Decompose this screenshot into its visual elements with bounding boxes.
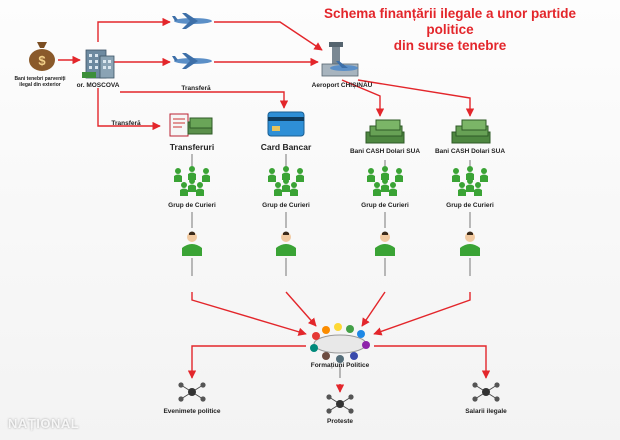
meeting-table-icon	[310, 323, 370, 363]
moscow-label: or. MOSCOVA	[76, 82, 120, 89]
cash-transfer-icon	[169, 113, 213, 137]
network-icon	[324, 392, 356, 421]
cash-stack-icon	[365, 119, 405, 144]
person-icon	[374, 230, 396, 261]
arrow-airport-cash1	[341, 79, 385, 117]
couriers-label-1: Grup de Curieri	[168, 202, 216, 209]
arrow-plane1-airport	[214, 21, 323, 51]
people-group-icon	[264, 166, 308, 205]
title-line-1: Schema finanțării ilegale a unor partide…	[323, 6, 577, 37]
arrow-col1-meeting	[191, 292, 307, 336]
money-source-label: Bani tenebri parveniți ilegal din exteri…	[14, 76, 66, 88]
cash-stack-icon	[451, 119, 491, 144]
people-group-icon	[170, 166, 214, 205]
person-icon	[275, 230, 297, 261]
transfer-label-2: Transferă	[111, 120, 141, 127]
transfers-label: Transferuri	[169, 142, 215, 152]
airplane-icon	[172, 13, 212, 29]
couriers-label-3: Grup de Curieri	[361, 202, 409, 209]
arrow-moscow-top	[97, 17, 171, 42]
bank-card-icon	[267, 111, 305, 137]
arrow-airport-cash2	[357, 79, 475, 117]
airport-label: Aeroport CHIȘINĂU	[311, 82, 373, 89]
couriers-label-4: Grup de Curieri	[446, 202, 494, 209]
diagram-title: Schema finanțării ilegale a unor partide…	[300, 6, 600, 54]
couriers-label-2: Grup de Curieri	[262, 202, 310, 209]
money-bag-icon: $	[29, 42, 55, 71]
arrow-moscow-transfer	[97, 88, 161, 131]
person-icon	[459, 230, 481, 261]
transfer-label-1: Transferă	[181, 85, 211, 92]
people-group-icon	[363, 166, 407, 205]
arrow-col3-meeting	[361, 291, 386, 327]
network-icon	[470, 380, 502, 409]
building-icon	[82, 49, 115, 79]
cash-label-2: Bani CASH Dolari SUA	[434, 148, 506, 155]
protests-label: Proteste	[326, 418, 354, 425]
arrow-meeting-events	[187, 345, 306, 379]
airplane-icon	[172, 53, 212, 69]
card-label: Card Bancar	[260, 142, 312, 152]
column-connectors	[191, 154, 471, 378]
arrow-col4-meeting	[373, 292, 471, 336]
people-group-icon	[448, 166, 492, 205]
salaries-label: Salarii ilegale	[465, 408, 507, 415]
watermark-logo: NAȚIONAL	[8, 416, 80, 431]
network-icon	[176, 380, 208, 409]
arrow-col2-meeting	[285, 291, 317, 327]
arrow-moscow-card	[120, 91, 289, 109]
airport-icon	[321, 42, 359, 77]
cash-label-1: Bani CASH Dolari SUA	[349, 148, 421, 155]
person-icon	[181, 230, 203, 261]
arrow-meeting-salaries	[374, 345, 491, 379]
political-label: Formațiuni Politice	[310, 362, 370, 369]
title-line-2: din surse tenebre	[393, 38, 507, 53]
svg-text:$: $	[38, 53, 46, 68]
events-label: Evenimete politice	[163, 408, 221, 415]
